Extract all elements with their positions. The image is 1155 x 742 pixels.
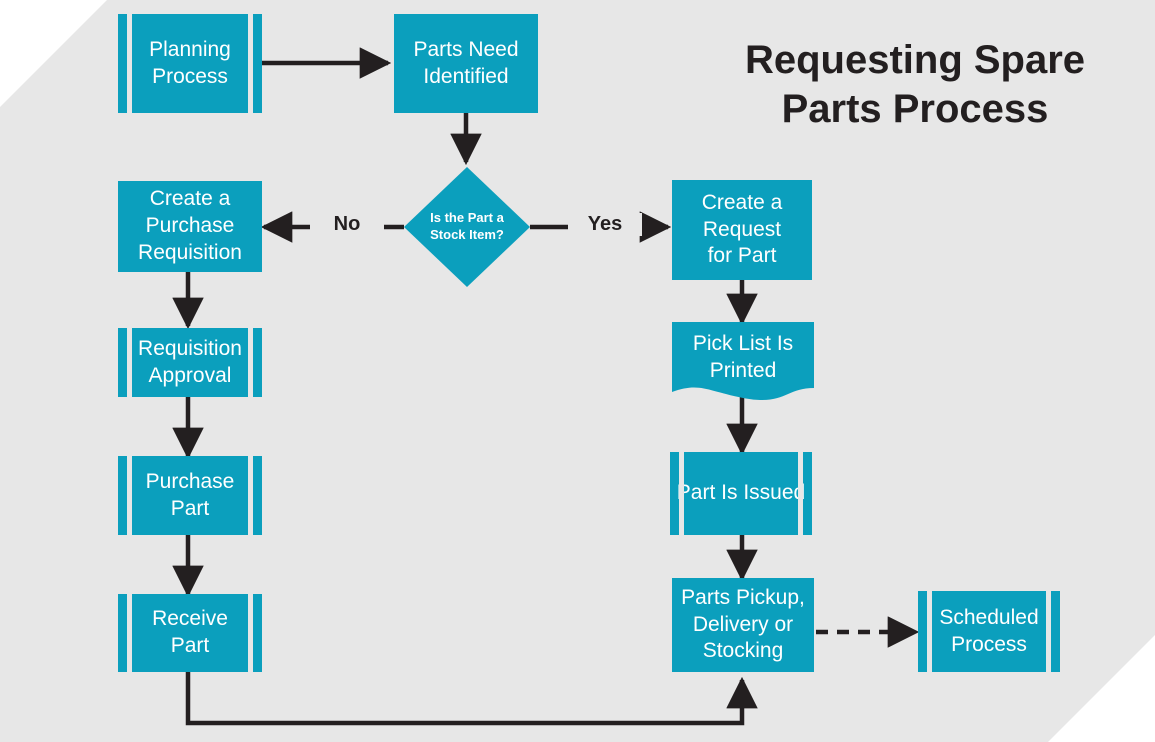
node-part-is-issued-label: Part Is Issued <box>676 481 806 505</box>
node-scheduled-process-label: Scheduled Process <box>939 605 1039 656</box>
page-title: Requesting Spare Parts Process <box>744 38 1086 131</box>
node-parts-pickup-delivery-stocking[interactable]: Parts Pickup, Delivery or Stocking <box>672 578 814 672</box>
node-create-request-for-part-label: Create a Request for Part <box>701 190 783 268</box>
node-scheduled-process[interactable]: Scheduled Process <box>918 591 1060 672</box>
node-planning-process[interactable]: Planning Process <box>118 14 262 113</box>
node-create-request-for-part[interactable]: Create a Request for Part <box>672 180 812 280</box>
node-receive-part[interactable]: Receive Part <box>118 594 262 672</box>
node-requisition-approval-label: Requisition Approval <box>138 336 242 387</box>
node-purchase-part[interactable]: Purchase Part <box>118 456 262 535</box>
edge-label-yes: Yes <box>568 213 642 236</box>
node-receive-part-label: Receive Part <box>152 607 228 657</box>
node-pick-list-is-printed-label: Pick List Is Printed <box>692 332 794 382</box>
node-parts-pickup-delivery-stocking-label: Parts Pickup, Delivery or Stocking <box>681 585 805 663</box>
node-create-purchase-requisition-label: Create a Purchase Requisition <box>138 187 242 264</box>
document-shape <box>672 322 814 401</box>
node-requisition-approval[interactable]: Requisition Approval <box>118 328 262 397</box>
node-part-is-issued[interactable]: Part Is Issued <box>670 452 812 535</box>
node-pick-list-is-printed[interactable]: Pick List Is Printed <box>672 322 814 404</box>
node-stock-item-decision[interactable]: Is the Part a Stock Item? <box>404 167 530 287</box>
node-parts-need-identified[interactable]: Parts Need Identified <box>394 14 538 113</box>
node-planning-process-label: Planning Process <box>149 37 231 88</box>
edge-label-no: No <box>310 213 384 236</box>
node-stock-item-decision-label: Is the Part a Stock Item? <box>430 210 504 242</box>
node-create-purchase-requisition[interactable]: Create a Purchase Requisition <box>118 181 262 272</box>
node-parts-need-identified-label: Parts Need Identified <box>413 37 519 88</box>
node-purchase-part-label: Purchase Part <box>145 469 235 520</box>
